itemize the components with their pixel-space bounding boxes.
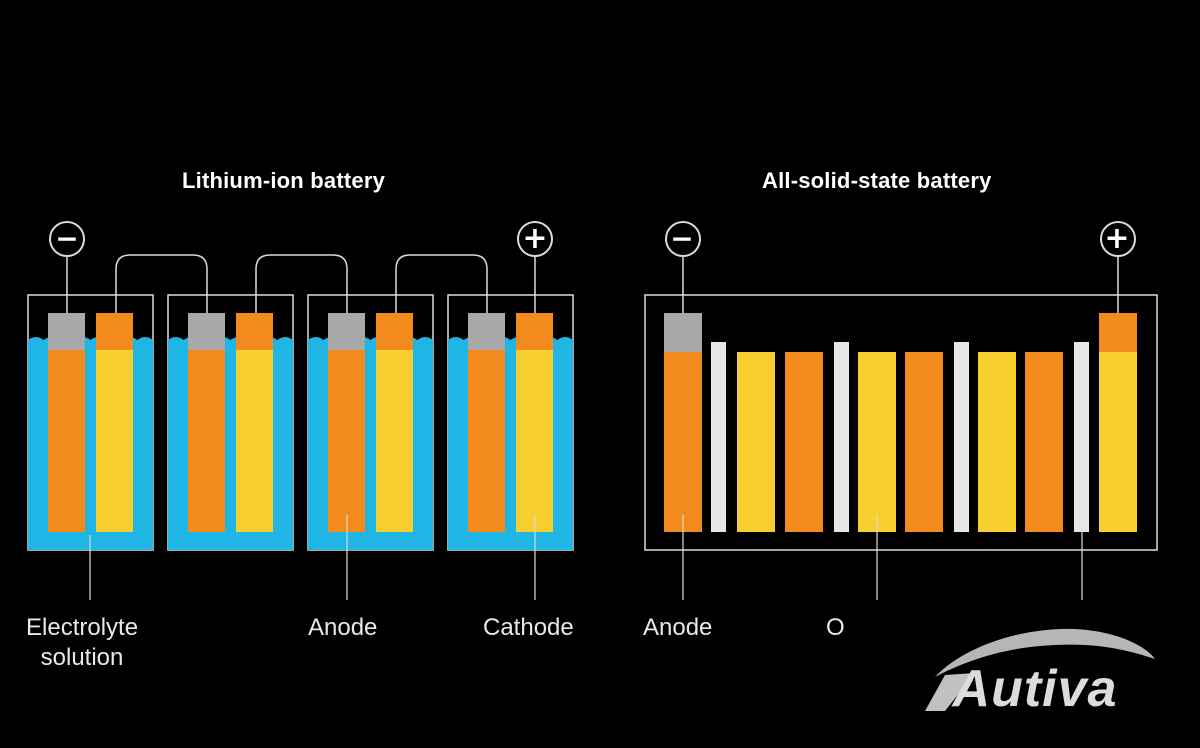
solid-state-cells — [644, 294, 1158, 551]
anode-collector — [468, 313, 505, 350]
connector-wires — [66, 254, 1119, 600]
series-wire — [395, 254, 488, 313]
solid-cathode — [737, 352, 775, 532]
solid-electrolyte-separator — [954, 342, 969, 532]
car-silhouette-icon — [925, 628, 1155, 711]
cathode-electrode — [96, 350, 133, 532]
lithium-ion-cells — [27, 294, 574, 551]
series-wire — [115, 254, 208, 313]
solid-anode-collector — [664, 313, 702, 352]
anode-electrode — [188, 350, 225, 532]
cathode-electrode — [376, 350, 413, 532]
electrolyte-fill — [168, 337, 293, 550]
terminals — [49, 221, 1136, 257]
series-wire — [255, 254, 348, 313]
solid-anode — [785, 352, 823, 532]
cathode-electrode — [236, 350, 273, 532]
anode-electrode — [468, 350, 505, 532]
cathode-electrode — [516, 350, 553, 532]
anode-collector — [328, 313, 365, 350]
minus-terminal-icon — [49, 221, 85, 257]
solid-anode — [905, 352, 943, 532]
solid-cathode-collector — [1099, 313, 1137, 352]
minus-sign-right: − — [670, 222, 694, 255]
plus-terminal-icon — [517, 221, 553, 257]
watermark-logo: Autiva — [905, 615, 1165, 725]
solid-outline — [644, 294, 1158, 551]
solid-cathode-last — [1099, 352, 1137, 532]
plus-sign-right: + — [1104, 221, 1130, 256]
anode-label-left: Anode — [308, 614, 378, 641]
solid-electrolyte-separator — [711, 342, 726, 532]
cathode-collector — [376, 313, 413, 350]
cathode-label: Cathode — [483, 614, 574, 641]
electrolyte-fill — [28, 337, 153, 550]
solid-anode — [1025, 352, 1063, 532]
electrolyte-fill — [448, 337, 573, 550]
cathode-collector — [236, 313, 273, 350]
solid-electrolyte-separator — [1074, 342, 1089, 532]
minus-sign-left: − — [55, 222, 79, 255]
solid-cathode — [978, 352, 1016, 532]
solid-state-title: All-solid-state battery — [762, 168, 992, 193]
anode-collector — [48, 313, 85, 350]
cathode-collector — [516, 313, 553, 350]
solid-cathode — [858, 352, 896, 532]
solid-anode — [664, 352, 702, 532]
partial-label: O — [826, 614, 845, 641]
watermark-brand: Autiva — [952, 660, 1118, 718]
solid-plus-terminal-icon — [1100, 221, 1136, 257]
solid-electrolyte-separator — [834, 342, 849, 532]
anode-electrode — [328, 350, 365, 532]
lithium-ion-title: Lithium-ion battery — [182, 168, 386, 193]
electrolyte-fill — [308, 337, 433, 550]
anode-collector — [188, 313, 225, 350]
electrolyte-label: Electrolyte solution — [26, 614, 139, 671]
plus-sign-left: + — [522, 221, 548, 256]
anode-label-right: Anode — [643, 614, 713, 641]
anode-electrode — [48, 350, 85, 532]
solid-minus-terminal-icon — [665, 221, 701, 257]
cathode-collector — [96, 313, 133, 350]
